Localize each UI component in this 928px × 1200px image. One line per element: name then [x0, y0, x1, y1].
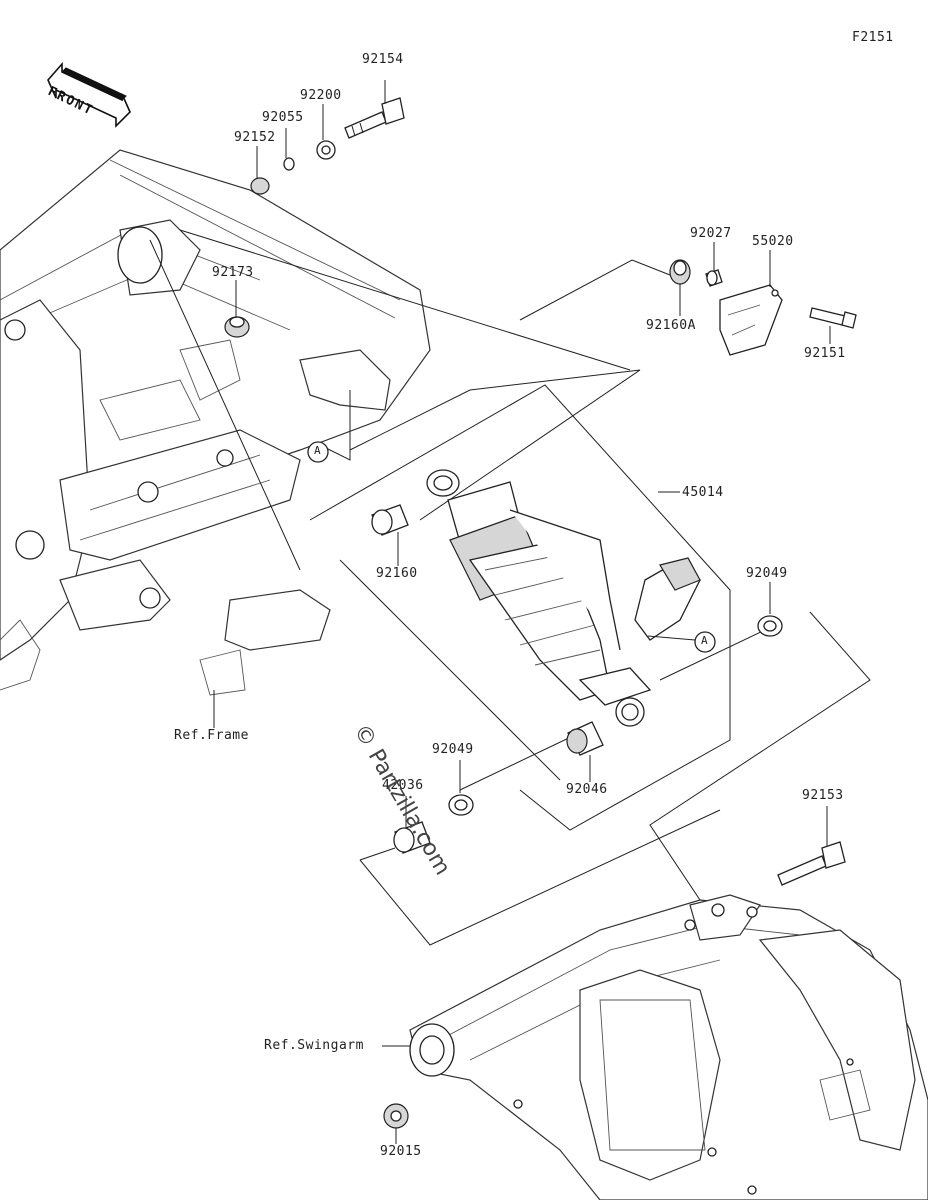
part-label-92151[interactable]: 92151	[804, 346, 846, 361]
callout-a-circle-right	[694, 631, 716, 653]
part-label-92049-right[interactable]: 92049	[746, 566, 788, 581]
part-label-42036[interactable]: 42036	[382, 778, 424, 793]
collar-92160A-graphic	[669, 259, 691, 285]
bolt-92153-graphic	[777, 841, 846, 886]
callout-a-left: A	[314, 444, 322, 457]
part-label-92154[interactable]: 92154	[362, 52, 404, 67]
nut-92015-graphic	[383, 1103, 409, 1129]
shock-absorber-45014-graphic	[426, 469, 701, 706]
part-label-92152[interactable]: 92152	[234, 130, 276, 145]
part-label-92049-left[interactable]: 92049	[432, 742, 474, 757]
nut-92173-graphic	[224, 316, 250, 338]
collar-92152-graphic	[250, 177, 270, 195]
eye-lower-graphic	[615, 697, 645, 727]
bearing-92046-graphic	[566, 721, 604, 756]
bolt-92151-graphic	[809, 307, 857, 329]
swingarm-assembly	[409, 894, 928, 1200]
ref-frame-label[interactable]: Ref.Frame	[174, 728, 249, 743]
callout-a-right: A	[701, 634, 709, 647]
part-label-92153[interactable]: 92153	[802, 788, 844, 803]
collar-92160-graphic	[371, 504, 409, 536]
part-label-92055[interactable]: 92055	[262, 110, 304, 125]
part-label-92200[interactable]: 92200	[300, 88, 342, 103]
part-label-45014[interactable]: 45014	[682, 485, 724, 500]
part-label-92160A[interactable]: 92160A	[646, 318, 696, 333]
seal-92049-left-graphic	[448, 794, 474, 816]
part-label-92173[interactable]: 92173	[212, 265, 254, 280]
part-label-92015[interactable]: 92015	[380, 1144, 422, 1159]
ring-92055-graphic	[283, 157, 295, 171]
assembly-outlines	[149, 229, 871, 946]
seal-92049-right-graphic	[757, 615, 783, 637]
part-label-55020[interactable]: 55020	[752, 234, 794, 249]
part-label-92160[interactable]: 92160	[376, 566, 418, 581]
part-label-92027[interactable]: 92027	[690, 226, 732, 241]
part-label-92046[interactable]: 92046	[566, 782, 608, 797]
figure-code: F2151	[852, 30, 894, 45]
bolt-92154-graphic	[344, 97, 405, 139]
sleeve-92027-graphic	[705, 269, 723, 287]
frame-assembly	[0, 149, 431, 696]
leader-lines	[213, 80, 831, 1144]
ref-swingarm-label[interactable]: Ref.Swingarm	[264, 1038, 364, 1053]
front-arrow-icon	[47, 61, 131, 128]
bracket-55020-graphic	[719, 284, 783, 356]
collar-42036-graphic	[393, 821, 431, 854]
callout-a-circle-left	[307, 441, 329, 463]
